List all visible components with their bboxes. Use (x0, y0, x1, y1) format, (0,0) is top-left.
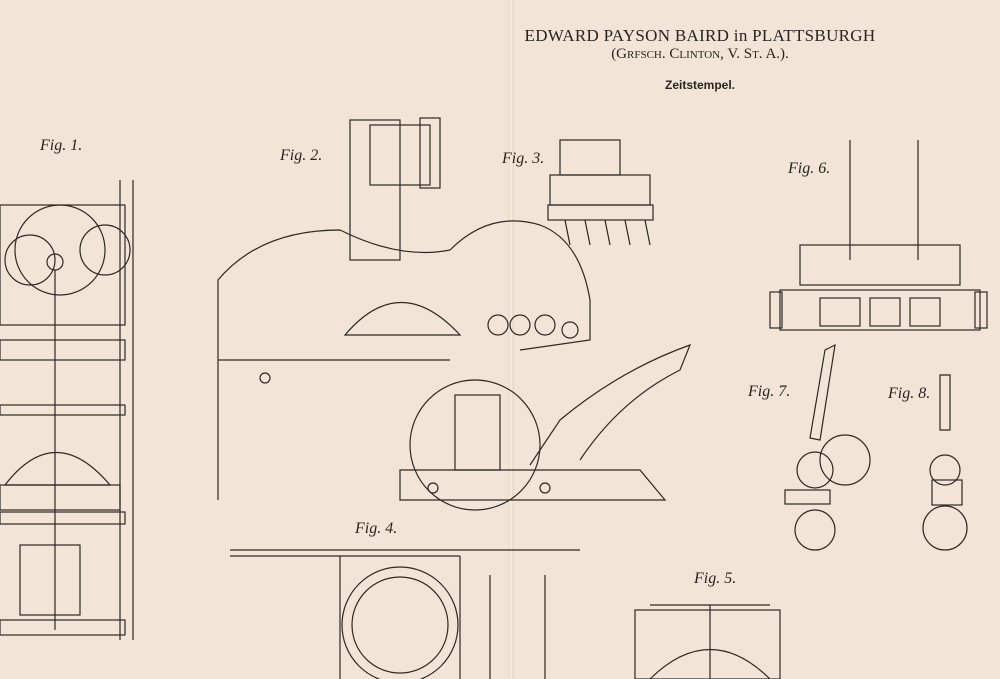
page-fold (508, 0, 514, 679)
fig-7-drawing (784, 343, 871, 551)
inventor-location: (Grfsch. Clinton, V. St. A.). (611, 46, 789, 62)
inventor-name: EDWARD PAYSON BAIRD in PLATTSBURGH (524, 26, 876, 45)
fig-1-label: Fig. 1. (40, 137, 83, 154)
fig-5-drawing (634, 604, 781, 679)
fig-4-label: Fig. 4. (355, 520, 398, 537)
fig-3-label: Fig. 3. (502, 150, 545, 167)
patent-title: Zeitstempel. (664, 78, 736, 92)
fig-8-label: Fig. 8. (888, 385, 931, 402)
fig-6-drawing (769, 140, 988, 331)
fig-1-drawing (0, 180, 134, 640)
fig-2-drawing (217, 117, 692, 511)
fig-7-label: Fig. 7. (748, 383, 791, 400)
fig-2-label: Fig. 2. (280, 147, 323, 164)
fig-4-drawing (230, 549, 580, 679)
fig-5-label: Fig. 5. (694, 570, 737, 587)
fig-6-label: Fig. 6. (788, 160, 831, 177)
fig-3-drawing (547, 139, 654, 246)
fig-8-drawing (922, 374, 968, 551)
